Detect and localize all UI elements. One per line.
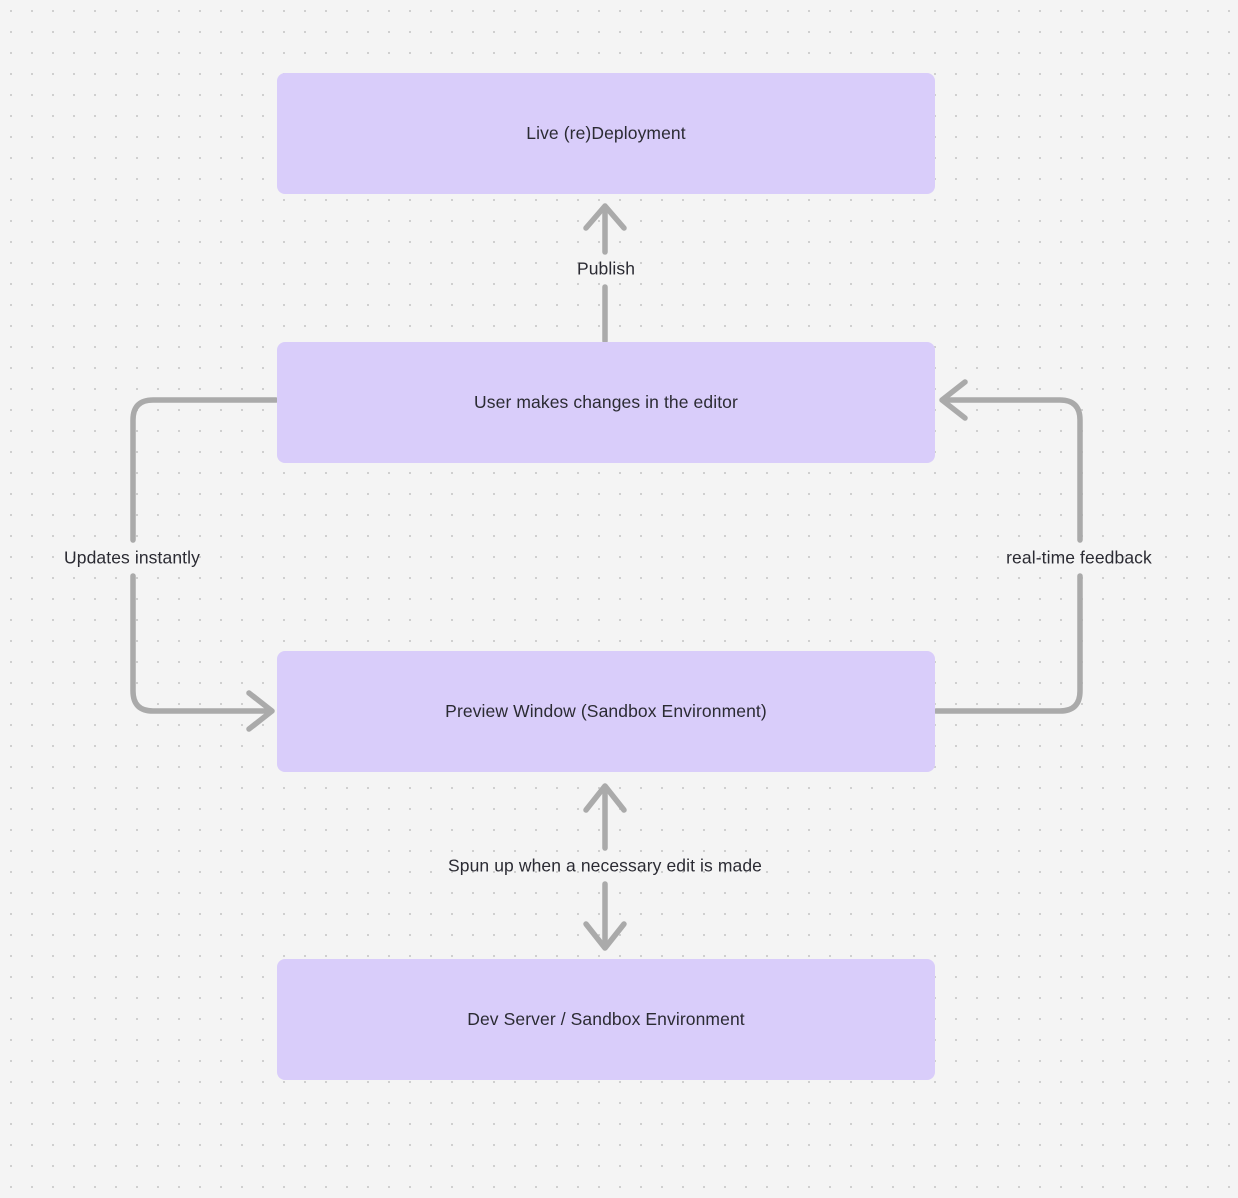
edge-label-real-time-feedback: real-time feedback	[1006, 547, 1152, 568]
node-label: Live (re)Deployment	[526, 123, 686, 144]
node-preview-window[interactable]: Preview Window (Sandbox Environment)	[277, 651, 935, 772]
node-label: Preview Window (Sandbox Environment)	[445, 701, 767, 722]
node-user-makes-changes[interactable]: User makes changes in the editor	[277, 342, 935, 463]
node-dev-server[interactable]: Dev Server / Sandbox Environment	[277, 959, 935, 1080]
edge-label-spun-up: Spun up when a necessary edit is made	[447, 855, 763, 876]
node-label: Dev Server / Sandbox Environment	[467, 1009, 745, 1030]
node-live-redeployment[interactable]: Live (re)Deployment	[277, 73, 935, 194]
edge-label-publish: Publish	[576, 258, 636, 279]
edge-label-updates-instantly: Updates instantly	[64, 547, 200, 568]
node-label: User makes changes in the editor	[474, 392, 738, 413]
